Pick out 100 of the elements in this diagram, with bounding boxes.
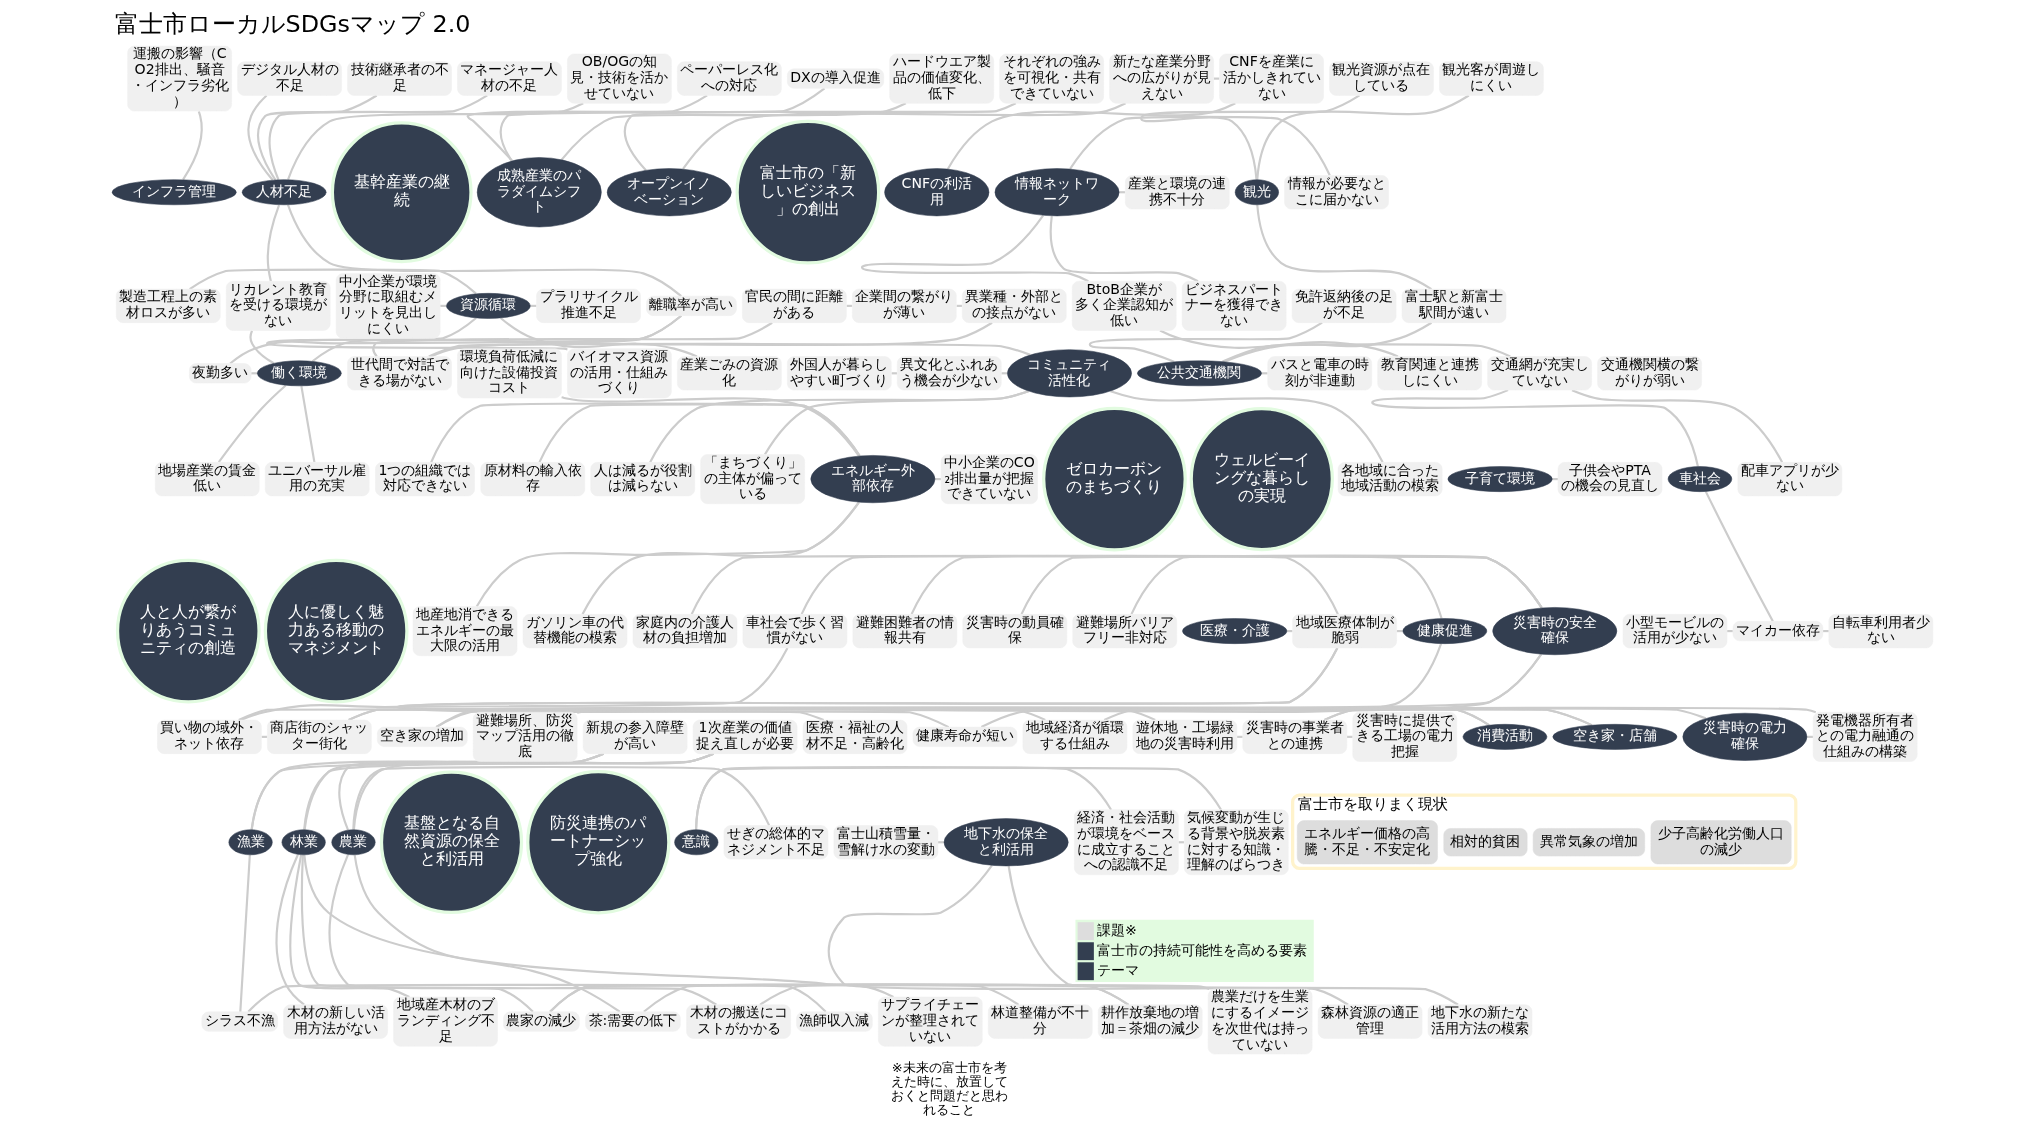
connector [328, 854, 534, 1013]
node-box: 地域医療体制が脆弱 [1291, 614, 1397, 649]
node-box: せぎの総体的マネジメント不足 [723, 825, 828, 860]
node-box: 異文化とふれあう機会が少ない [896, 356, 1002, 391]
node-box: CNFを産業に活かしきれていない [1218, 53, 1324, 104]
node-ellipse: CNFの利活用 [883, 168, 989, 217]
node-box: ユニバーサル雇用の充実 [264, 462, 369, 497]
node-box: 地域経済が循環する仕組み [1022, 719, 1127, 754]
node-box: 避難困難者の情報共有 [852, 614, 957, 649]
node-box: バスと電車の時刻が非連動 [1266, 356, 1372, 391]
connector [300, 854, 717, 1006]
node-box: 木材の新しい活用方法がない [282, 1004, 388, 1039]
connector [499, 317, 697, 358]
connector [237, 707, 1490, 727]
connector [581, 501, 860, 615]
connector [1089, 321, 1323, 363]
node-box: 技術継承者の不足 [346, 61, 452, 96]
connector [1571, 389, 1783, 463]
connector [286, 102, 584, 180]
node-ellipse: 空き家・店舗 [1552, 724, 1677, 750]
node-box: 避難場所、防災マップ活用の徹底 [472, 711, 577, 762]
connector [288, 854, 410, 998]
node-box: 交通網が充実していない [1486, 356, 1592, 391]
node-box: 外国人が暮らしやすい町づくり [786, 356, 892, 391]
node-box: 富士駅と新富士駅間が遠い [1401, 288, 1506, 323]
node-box: 茶:需要の低下 [584, 1011, 681, 1032]
node-box: 健康寿命が短い [912, 726, 1017, 747]
legend-label: 富士市の持続可能性を高める要素 [1096, 941, 1307, 958]
node-box: 商店街のシャッター街化 [266, 719, 372, 754]
connector [1221, 343, 1511, 363]
node-box: 車社会で歩く習慣がない [742, 614, 847, 649]
connector [1704, 491, 1774, 622]
node-ellipse: 健康促進 [1402, 618, 1487, 644]
connector [475, 501, 860, 607]
node-box: 災害時の動員確保 [962, 614, 1067, 649]
node-box: デジタル人材の不足 [236, 61, 342, 96]
node-ellipse: 災害時の安全確保 [1491, 607, 1617, 655]
connector [1007, 865, 1459, 1006]
node-box: 異業種・外部との接点がない [961, 288, 1066, 323]
node-box: 自転車利用者少ない [1828, 614, 1933, 649]
node-box: それぞれの強みを可視化・共有できていない [998, 53, 1104, 104]
connector [763, 390, 1029, 455]
connector [228, 314, 682, 365]
node-box: ガソリン車の代替機能の模索 [522, 614, 627, 649]
node-box: 地下水の新たな活用方法の模索 [1427, 1004, 1532, 1039]
connector [1130, 554, 1543, 615]
node-circle: 富士市の「新しいビジネス」の創出 [735, 119, 880, 265]
node-box: ハードウエア製品の価値変化、低下 [888, 53, 994, 104]
node-box: シラス不漁 [201, 1011, 278, 1032]
connector [538, 403, 861, 463]
node-box: 1次産業の価値捉え直しが必要 [692, 719, 797, 754]
connector [1255, 94, 1469, 180]
node-box: 中小企業のCO₂排出量が把握できていない [940, 454, 1038, 504]
node-box: 経済・社会活動が環境をベースに成立することへの認識不足 [1073, 809, 1179, 876]
connector [1371, 389, 1699, 467]
node-box: DXの導入促進 [786, 68, 884, 89]
node-ellipse: 子育て環境 [1447, 466, 1553, 492]
connector [910, 554, 1543, 615]
node-box: 富士山積雪量・雪解け水の変動 [833, 825, 938, 860]
node-box: 農家の減少 [502, 1011, 580, 1032]
node-ellipse: 観光 [1234, 179, 1279, 206]
connector [238, 854, 251, 1012]
node-box: 「まちづくり」の主体が偏っている [699, 454, 805, 504]
node-box: 中小企業が環境分野に取組むメリットを見出しにくい [335, 273, 440, 339]
node-box: 製造工程上の素材ロスが多い [115, 288, 220, 323]
node-box: 避難場所バリアフリー非対応 [1072, 614, 1177, 649]
node-box: 林道整備が不十分 [987, 1004, 1092, 1039]
node-box: 医療・福祉の人材不足・高齢化 [802, 719, 907, 754]
connector [1049, 215, 1198, 283]
node-ellipse: 消費活動 [1462, 724, 1547, 750]
node-box: 原材料の輸入依存 [480, 462, 585, 497]
connector [694, 766, 1222, 830]
node-box: OB/OGの知見・技術を活かせていない [566, 53, 672, 104]
connector [256, 94, 377, 181]
node-box: 教育関連と連携しにくい [1376, 356, 1482, 391]
node-box: 新規の参入障壁が高い [582, 719, 687, 754]
connector [827, 864, 1349, 1006]
connector [275, 854, 305, 1006]
node-box: 官民の間に距離がある [741, 288, 847, 323]
connector [427, 342, 1031, 358]
node-box: 産業と環境の連携不十分 [1124, 175, 1230, 210]
node-ellipse: 成熟産業のパラダイムシフト [476, 157, 602, 228]
connector [548, 983, 1210, 1013]
node-ellipse: 公共交通機関 [1136, 360, 1262, 387]
connector [681, 102, 1126, 170]
node-box: 情報が必要なとこに届かない [1283, 175, 1389, 210]
legend-label: テーマ [1096, 961, 1139, 978]
connector [690, 554, 1339, 615]
node-box: BtoB企業が多く企業認知が低い [1071, 280, 1176, 331]
node-box: 買い物の域外・ネット依存 [156, 719, 262, 754]
node-box: 地域産木材のブランディング不足 [392, 996, 498, 1047]
node-box: 異常気象の増加 [1532, 828, 1645, 857]
node-box: 免許返納後の足が不足 [1291, 288, 1396, 323]
connector [861, 214, 1089, 283]
connector [466, 94, 708, 162]
node-ellipse: 林業 [281, 829, 326, 856]
node-ellipse: インフラ管理 [111, 179, 237, 206]
connector [1068, 115, 1331, 176]
node-circle: 防災連携のパートナーシップ強化 [525, 770, 670, 915]
node-box: バイオマス資源の活用・仕組みづくり [566, 348, 672, 399]
